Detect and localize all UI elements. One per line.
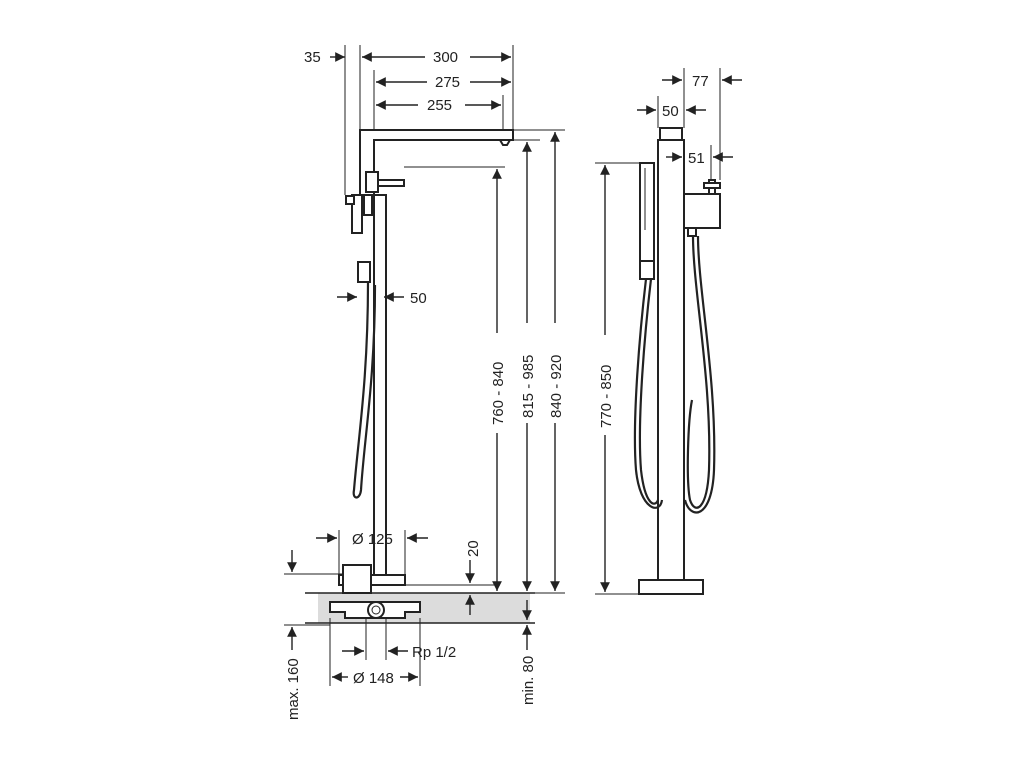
dim-815-985: 815 - 985 [520, 355, 537, 418]
dim-20: 20 [465, 540, 482, 557]
column [373, 194, 387, 586]
side-column [657, 139, 685, 581]
dim-max-160: max. 160 [285, 658, 302, 720]
dim-rp-1-2: Rp 1/2 [412, 644, 456, 661]
side-hose [686, 235, 711, 509]
side-view: 77 50 51 770 - 850 [595, 68, 742, 595]
dim-77: 77 [692, 73, 709, 90]
dim-50-column: 50 [410, 290, 427, 307]
dim-770-850: 770 - 850 [598, 365, 615, 428]
side-base [638, 579, 704, 595]
dim-840-920: 840 - 920 [548, 355, 565, 418]
dim-300: 300 [433, 49, 458, 66]
dim-min-80: min. 80 [520, 656, 537, 705]
hose [352, 281, 377, 499]
dim-51: 51 [688, 150, 705, 167]
hand-shower [357, 261, 371, 283]
dim-255: 255 [427, 97, 452, 114]
front-view: 35 300 275 255 50 760 - 840 815 - 985 [284, 45, 565, 720]
hand-shower-holder [351, 194, 363, 234]
dim-50-side: 50 [662, 103, 679, 120]
dim-35: 35 [304, 49, 321, 66]
dim-diameter-148: Ø 148 [353, 670, 394, 687]
side-mixer-block [683, 193, 721, 229]
dim-diameter-125: Ø 125 [352, 531, 393, 548]
dim-760-840: 760 - 840 [490, 362, 507, 425]
side-hand-shower [639, 162, 655, 262]
dim-275: 275 [435, 74, 460, 91]
